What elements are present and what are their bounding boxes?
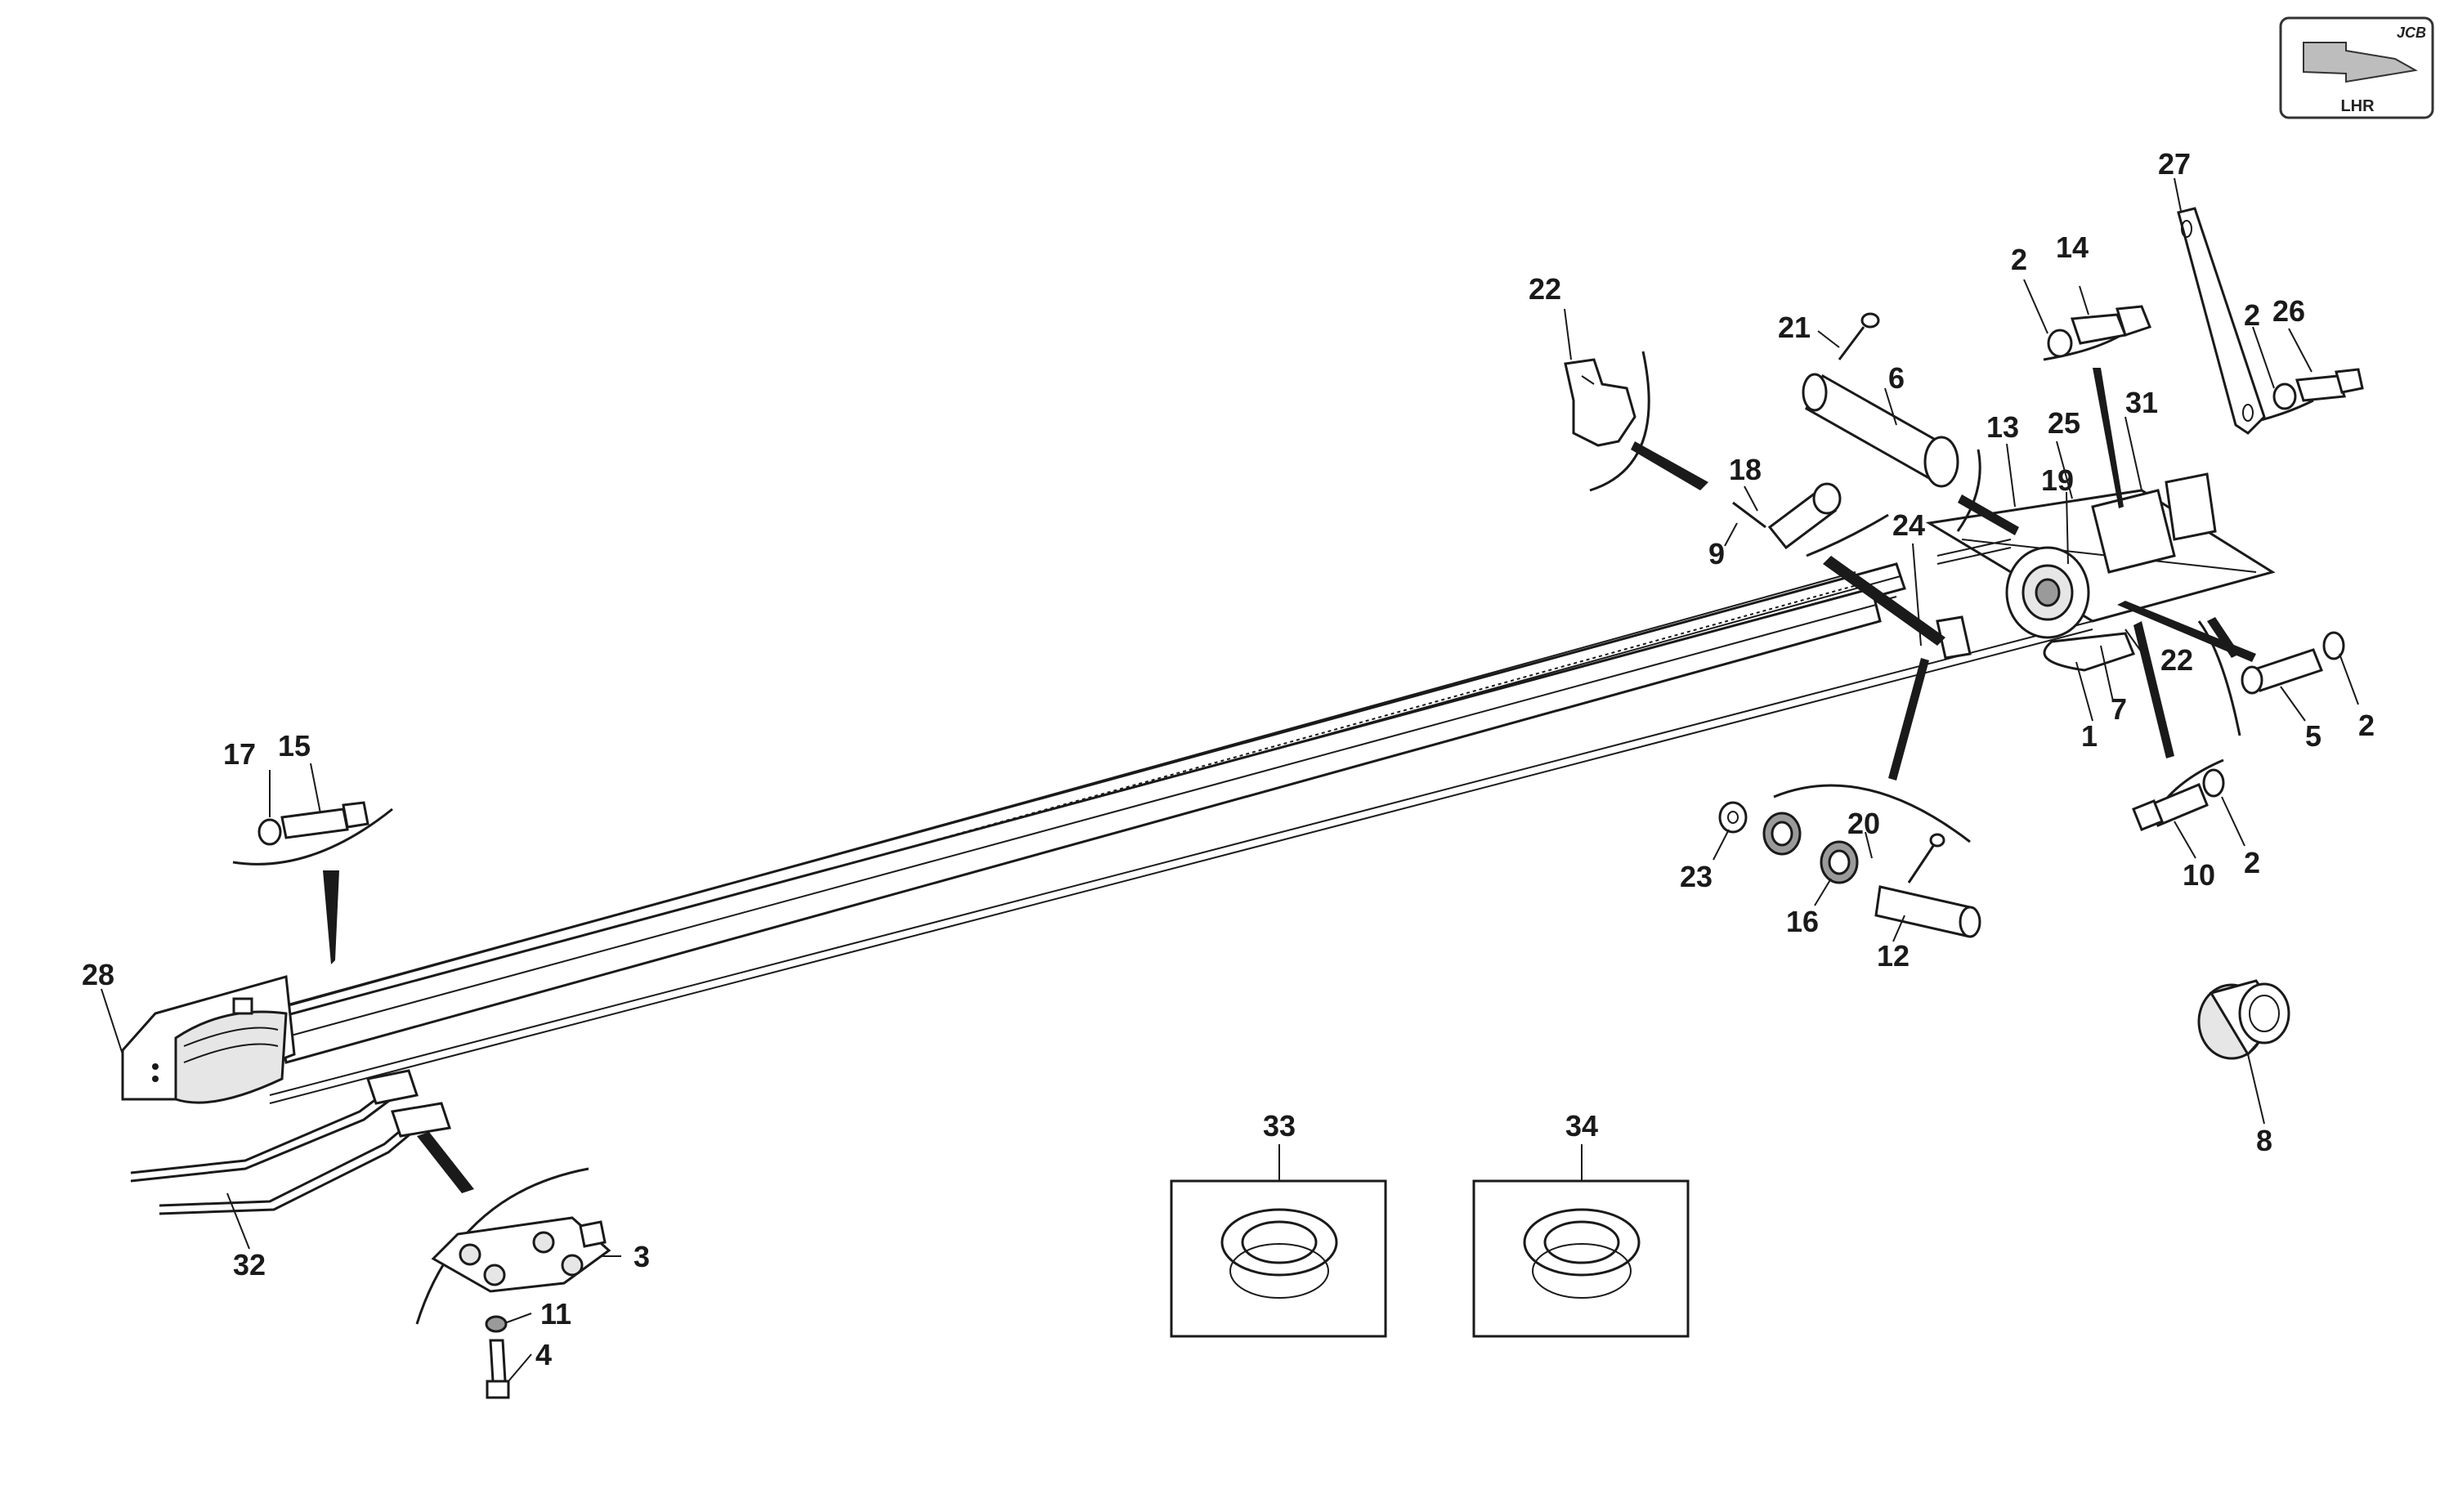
callout-12: 12: [1877, 939, 1910, 973]
bush-8: [2197, 979, 2290, 1060]
callout-1: 1: [2081, 719, 2098, 753]
leader-lines: [101, 177, 2359, 1382]
callout-2: 2: [2011, 243, 2027, 276]
link-27: [2177, 207, 2266, 435]
callout-24: 24: [1892, 508, 1925, 542]
detail-arc-15-bolt: [232, 807, 393, 866]
callout-26: 26: [2272, 294, 2305, 328]
callout-22: 22: [1529, 272, 1561, 306]
detail-arc-18-pin: [1806, 513, 1889, 557]
box-33: [1170, 1179, 1387, 1338]
callout-32: 32: [233, 1248, 266, 1282]
callout-11: 11: [540, 1297, 571, 1331]
bracket-22-top: [1564, 358, 1636, 447]
callout-21: 21: [1778, 311, 1811, 344]
callout-9: 9: [1708, 537, 1725, 570]
clip-21: [1838, 312, 1880, 360]
callout-8: 8: [2256, 1124, 2272, 1157]
bolt-15: [257, 801, 369, 846]
callout-6: 6: [1888, 361, 1905, 395]
bolt-4: [486, 1339, 510, 1399]
callout-14: 14: [2056, 230, 2089, 264]
bolt-14: [2047, 305, 2151, 358]
jcb-logo: JCB: [2397, 25, 2426, 41]
roller-set-16: [1718, 801, 1981, 938]
callout-27: 27: [2158, 147, 2191, 181]
callout-7: 7: [2111, 692, 2127, 726]
callout-13: 13: [1986, 410, 2019, 444]
direction-arrow-icon: [2303, 42, 2418, 83]
callout-18: 18: [1729, 453, 1762, 486]
view-label: LHR: [2340, 97, 2375, 115]
callout-25: 25: [2048, 406, 2080, 440]
bracket-3: [431, 1216, 611, 1293]
detail-arc-3-bracket: [415, 1167, 589, 1325]
washer-11: [485, 1315, 508, 1333]
pin-6: [1802, 373, 1959, 488]
callout-2: 2: [2358, 709, 2375, 742]
callout-31: 31: [2125, 386, 2158, 419]
callout-5: 5: [2305, 719, 2321, 753]
detail-arc-16-rollers: [1773, 784, 1971, 843]
detail-arc-22-bracket: [1589, 351, 1650, 492]
detail-arc-5-bolt: [2197, 620, 2241, 736]
callout-labels: 27 2 14 2 26 22 21 6 13 25 31 18 19 9 24…: [82, 147, 2375, 1371]
callout-4: 4: [535, 1338, 552, 1371]
callout-2: 2: [2244, 846, 2260, 879]
callout-28: 28: [82, 958, 114, 991]
bolt-10: [2132, 768, 2225, 831]
pin-18: [1732, 482, 1842, 550]
bolt-26: [2272, 368, 2364, 410]
callout-33: 33: [1263, 1109, 1296, 1143]
callout-2: 2: [2244, 298, 2260, 332]
view-orientation-badge: JCB LHR: [2279, 16, 2434, 119]
callout-34: 34: [1565, 1109, 1598, 1143]
callout-15: 15: [278, 729, 311, 763]
detail-arc-14-bolt: [2043, 333, 2122, 361]
bolt-5: [2241, 631, 2345, 695]
detail-arc-6-pin: [1956, 449, 1981, 532]
box-34: [1472, 1179, 1690, 1338]
callout-20: 20: [1847, 807, 1880, 840]
callout-17: 17: [223, 737, 256, 771]
boom-end-housing: [121, 975, 296, 1104]
callout-10: 10: [2183, 858, 2215, 892]
callout-16: 16: [1786, 905, 1819, 938]
hose-rods: [130, 1069, 451, 1215]
callout-23: 23: [1680, 860, 1713, 893]
callout-3: 3: [634, 1240, 650, 1273]
callout-19: 19: [2041, 463, 2074, 497]
callout-22: 22: [2160, 643, 2193, 677]
boom-head-assembly: [1925, 472, 2276, 672]
